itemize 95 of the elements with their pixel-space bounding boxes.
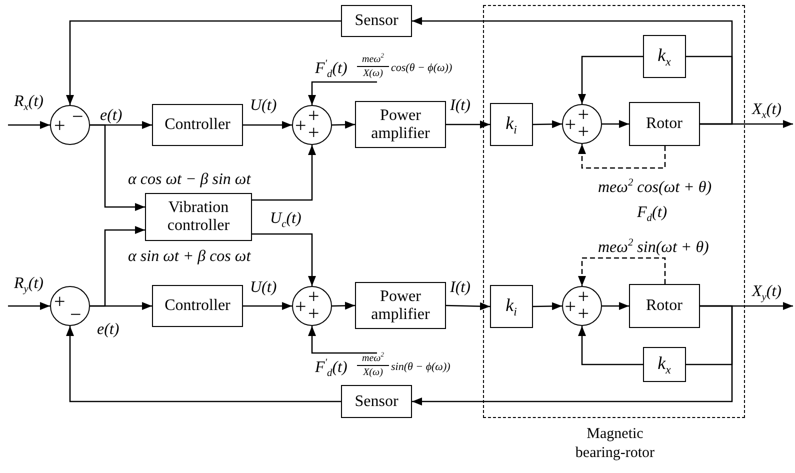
summing-junction [562,286,602,326]
arrow [602,302,629,310]
disturbance-label: F$^{'}$$_{d}$(t) [315,360,348,376]
block-label: Power amplifier [370,106,431,142]
signal-label: U(t) [250,98,277,114]
process-box [341,385,412,418]
signal-label: α sin ωt + β cos ωt [128,249,251,265]
sign-label: + [308,304,320,324]
sign-label: − [72,107,84,127]
block-label: k$_{x}$ [658,354,671,374]
block-label: Controller [164,297,230,315]
process-box [152,285,243,327]
summing-junction [50,105,90,145]
signal-label: meω$^{2}$ cos(ωt + θ) [598,180,712,196]
disturbance-label: F$^{'}$$_{d}$(t) [315,61,348,77]
summing-junction [562,104,602,144]
process-box [145,193,252,241]
connector-line [686,56,733,125]
block-label: k$_{i}$ [506,114,517,134]
arrow [90,124,145,211]
block-label: Rotor [646,114,682,132]
edge-label: X$_{y}$(t) [752,284,782,300]
arrow [243,121,292,129]
process-box [628,284,700,328]
disturbance-label: X(ω) [362,69,384,79]
block-label: Sensor [354,392,398,410]
disturbance-label: sin(θ − ϕ(ω)) [391,362,450,373]
process-box [490,102,533,146]
sign-label: + [564,296,576,317]
signal-label: I(t) [450,280,470,296]
sign-label: + [308,287,320,307]
signal-label: U$_{c}$(t) [270,211,302,227]
arrow [308,81,377,105]
arrow [532,120,562,128]
signal-label: U(t) [250,280,277,296]
signal-label: F$_{d}$(t) [637,205,668,221]
group-caption: Magnetic bearing-rotor [574,425,656,462]
arrow [66,326,341,402]
arrow [252,233,316,286]
process-box [152,104,243,146]
arrow [308,326,377,354]
sign-label: + [295,116,306,136]
signal-label: e(t) [100,108,122,124]
arrow [8,302,50,310]
signal-label: I(t) [450,98,470,114]
arrow [578,56,643,104]
arrow [252,145,316,201]
arrow [332,120,356,129]
arrow [332,302,356,310]
signal-label: meω$^{2}$ sin(ωt + θ) [598,240,709,256]
sign-label: + [54,116,66,136]
process-box [490,284,533,328]
process-box [628,102,700,146]
block-label: Power amplifier [370,288,431,324]
arrow [578,257,666,286]
sign-label: + [54,292,66,312]
summing-junction [50,286,90,326]
signal-label: e(t) [97,322,120,338]
arrow [446,120,490,128]
arrow [602,120,629,128]
disturbance-label: X(ω) [362,368,384,378]
disturbance-label: meω$^{2}$ [357,55,389,67]
block-label: k$_{x}$ [658,46,671,66]
arrow [578,326,643,366]
arrow [578,144,666,169]
process-box [355,101,446,148]
sign-label: + [308,106,320,126]
arrow [446,302,490,310]
block-label: k$_{i}$ [506,296,517,316]
sign-label: + [308,123,320,143]
sign-label: − [70,305,82,325]
block-label: Sensor [354,12,398,30]
summing-junction [292,105,332,145]
edge-label: X$_{x}$(t) [752,102,782,118]
summing-junction [292,286,332,326]
arrow [90,226,145,307]
disturbance-label: cos(θ − ϕ(ω)) [391,63,452,74]
signal-label: α cos ωt − β sin ωt [128,172,251,188]
arrow [532,302,562,310]
block-label: Rotor [646,296,682,314]
process-box [642,34,686,78]
process-box [341,5,412,37]
process-box [355,282,446,329]
process-box [642,346,686,382]
sign-label: + [295,297,306,317]
block-label: Controller [164,116,230,134]
block-label: Vibration controller [166,199,231,235]
arrow [243,302,292,310]
signal-label: R$_{x}$(t) [14,94,44,110]
arrow [66,20,341,105]
disturbance-label: meω$^{2}$ [357,354,389,366]
sign-label: + [564,114,576,135]
connector-line [686,305,733,366]
signal-label: R$_{y}$(t) [14,276,44,292]
arrow [8,121,50,129]
